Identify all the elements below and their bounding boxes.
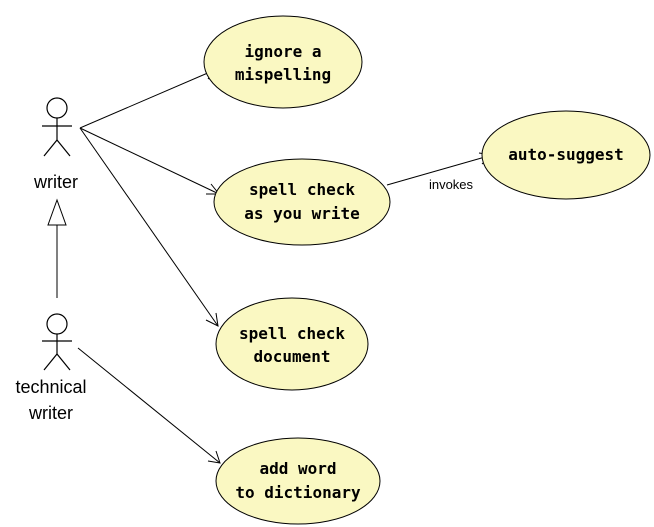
edge-writer-spellwrite	[79, 127, 220, 195]
usecase-auto-suggest-label: auto-suggest	[508, 145, 624, 164]
usecase-add-word-to-dictionary[interactable]: add word to dictionary	[215, 437, 381, 525]
edge-label-invokes: invokes	[429, 177, 474, 192]
actor-writer-leg-left	[43, 139, 58, 157]
edge-techwriter-addword	[77, 347, 221, 464]
actor-writer-head	[46, 97, 68, 119]
actor-technical-writer-leg-right	[56, 353, 71, 371]
usecase-auto-suggest[interactable]: auto-suggest	[481, 110, 651, 200]
actor-technical-writer-head	[46, 313, 68, 335]
usecase-spell-check-document-line2: document	[253, 347, 330, 366]
usecase-spell-check-as-you-write-line1: spell check	[249, 180, 355, 199]
actor-writer[interactable]	[42, 97, 72, 157]
usecase-ignore-misspelling-line1: ignore a	[244, 42, 321, 61]
arrowhead-spelldoc	[205, 312, 219, 327]
actor-technical-writer[interactable]	[42, 313, 72, 371]
usecase-add-word-to-dictionary-line2: to dictionary	[235, 483, 361, 502]
usecase-spell-check-document[interactable]: spell check document	[215, 297, 369, 391]
edge-writer-spelldoc	[79, 127, 219, 327]
edge-writer-ignore	[79, 68, 218, 129]
usecase-add-word-to-dictionary-line1: add word	[259, 459, 336, 478]
arrowhead-addword	[207, 450, 221, 464]
actor-technical-writer-label-line2: writer	[28, 403, 73, 423]
actor-writer-leg-right	[56, 139, 71, 157]
edge-invokes	[386, 154, 493, 186]
generalization-triangle	[47, 198, 67, 226]
usecase-spell-check-as-you-write[interactable]: spell check as you write	[213, 158, 391, 246]
actor-technical-writer-label-line1: technical	[15, 377, 86, 397]
usecase-spell-check-document-line1: spell check	[239, 324, 345, 343]
usecase-ignore-misspelling[interactable]: ignore a mispelling	[203, 15, 363, 109]
actor-technical-writer-leg-left	[43, 353, 58, 371]
actor-writer-label: writer	[33, 172, 78, 192]
usecase-spell-check-as-you-write-line2: as you write	[244, 204, 360, 223]
usecase-ignore-misspelling-line2: mispelling	[235, 65, 331, 84]
